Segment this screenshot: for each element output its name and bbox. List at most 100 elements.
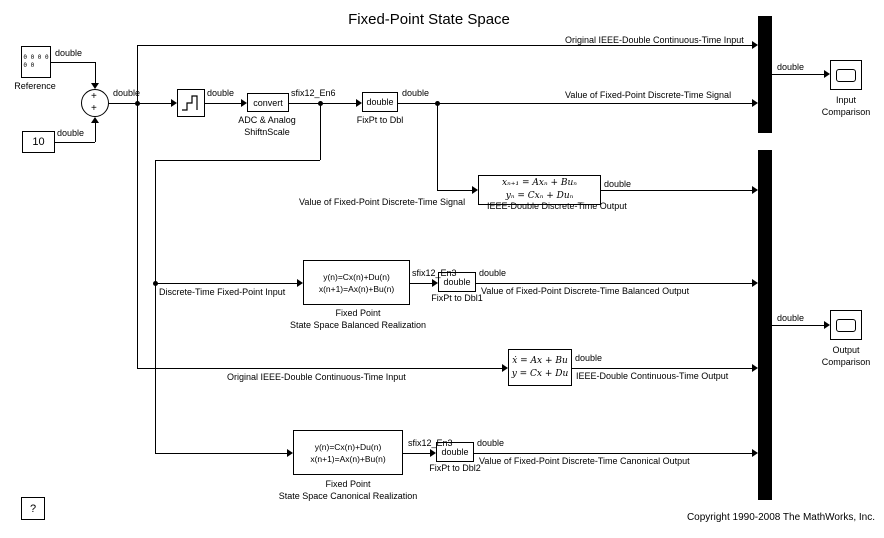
- arrow-into-balanced: [297, 279, 303, 287]
- label-continuous-input-signal: Original IEEE-Double Continuous-Time Inp…: [227, 372, 406, 382]
- ss-canonical-label-line1: Fixed Point: [325, 479, 371, 489]
- branch-dot-sum-out: [135, 101, 140, 106]
- arrow-into-fixptdbl1: [432, 279, 438, 287]
- help-question-icon: ?: [29, 502, 37, 515]
- wire-sum-to-adc: [109, 103, 171, 104]
- arrow-into-mux2-1: [752, 186, 758, 194]
- wire-mux1-to-scope: [772, 74, 824, 75]
- adc-label-line2: ShiftnScale: [244, 127, 290, 137]
- fixpt-to-dbl-label: FixPt to Dbl: [356, 115, 404, 125]
- ss-balanced-eq-line1: y(n)=Cx(n)+Du(n): [323, 271, 390, 282]
- branch-dot-double: [435, 101, 440, 106]
- wire-mux2-to-scope: [772, 325, 824, 326]
- label-mux1-out-type: double: [777, 62, 805, 72]
- sum-sign-bottom: +: [91, 103, 97, 114]
- arrow-into-convert: [241, 99, 247, 107]
- input-scope-label-line1: Input: [835, 95, 857, 105]
- wire-fixed-trunk-v: [155, 160, 156, 453]
- ss-balanced-label-line2: State Space Balanced Realization: [289, 320, 427, 330]
- label-sum-out-type: double: [113, 88, 141, 98]
- wire-discrete-ss-out: [601, 190, 752, 191]
- continuous-ss-eq-line1: ẋ = Ax + Bu: [512, 355, 568, 366]
- ss-canonical-label-line2: State Space Canonical Realization: [278, 491, 418, 501]
- ss-balanced-label-line1: Fixed Point: [335, 308, 381, 318]
- label-fixptdbl-out-type: double: [402, 88, 430, 98]
- sum-block[interactable]: + +: [81, 89, 109, 117]
- label-discrete-ss-out-type: double: [604, 179, 632, 189]
- branch-dot-trunk: [153, 281, 158, 286]
- input-comparison-scope[interactable]: [830, 60, 862, 90]
- continuous-ss-block[interactable]: ẋ = Ax + Bu y = Cx + Du: [508, 349, 572, 386]
- wire-reference-out: [51, 62, 95, 63]
- adc-label-line1: ADC & Analog: [238, 115, 296, 125]
- arrow-into-mux1-bottom: [752, 99, 758, 107]
- constant-block[interactable]: 10: [22, 131, 55, 153]
- ss-canonical-block[interactable]: y(n)=Cx(n)+Du(n) x(n+1)=Ax(n)+Bu(n): [293, 430, 403, 475]
- wire-double-branch-down: [437, 103, 438, 190]
- fixpt-to-dbl-block[interactable]: double: [362, 92, 398, 112]
- fixpt-to-dbl1-text: double: [443, 277, 471, 287]
- label-continuous-ss-out-type: double: [575, 353, 603, 363]
- output-comparison-scope[interactable]: [830, 310, 862, 340]
- input-mux-block[interactable]: [758, 16, 772, 133]
- adc-block[interactable]: [177, 89, 205, 117]
- arrow-into-fixptdbl2: [430, 449, 436, 457]
- wire-to-discrete-ss: [437, 190, 472, 191]
- constant-value: 10: [32, 136, 45, 148]
- wire-fixptdbl1-to-mux2: [476, 283, 752, 284]
- reference-label: Reference: [14, 81, 56, 91]
- fixpt-to-dbl2-block[interactable]: double: [436, 442, 474, 462]
- discrete-ss-eq-line1: xₙ₊₁ = Axₙ + Buₙ: [502, 178, 577, 188]
- signal-pattern-row1: 0 0 0 0: [23, 54, 49, 61]
- discrete-ss-label: IEEE-Double Discrete-Time Output: [487, 201, 627, 211]
- wire-branch-mid: [155, 160, 320, 161]
- label-fixed-signal-top: Value of Fixed-Point Discrete-Time Signa…: [565, 90, 732, 100]
- continuous-ss-eq-line2: y = Cx + Du: [511, 368, 569, 379]
- wire-reference-down: [95, 62, 96, 83]
- label-adc-out-type: double: [207, 88, 235, 98]
- reference-block[interactable]: 0 0 0 0 0 0: [21, 46, 51, 78]
- wire-fixed-branch-down: [320, 103, 321, 160]
- arrow-into-output-scope: [824, 321, 830, 329]
- wire-to-balanced: [155, 283, 297, 284]
- signal-pattern-icon: 0 0 0 0 0 0: [23, 54, 48, 70]
- model-title: Fixed-Point State Space: [348, 11, 510, 28]
- arrow-into-fixptdbl: [356, 99, 362, 107]
- label-balanced-out-type: sfix12_En3: [412, 268, 457, 278]
- label-convert-out-type: sfix12_En6: [291, 88, 336, 98]
- convert-block-text: convert: [253, 97, 283, 108]
- wire-constant-up: [95, 123, 96, 142]
- arrow-into-mux2-3: [752, 364, 758, 372]
- arrow-into-sum-bottom: [91, 117, 99, 123]
- discrete-ss-eq-line2: yₙ = Cxₙ + Duₙ: [505, 191, 574, 201]
- wire-continuous-out: [572, 368, 752, 369]
- wire-to-canonical: [155, 453, 287, 454]
- discrete-ss-block[interactable]: xₙ₊₁ = Axₙ + Buₙ yₙ = Cxₙ + Duₙ: [478, 175, 601, 205]
- arrow-into-discrete-ss: [472, 186, 478, 194]
- label-fixptdbl1-out-type: double: [479, 268, 507, 278]
- fixpt-to-dbl1-label: FixPt to Dbl1: [431, 293, 483, 303]
- label-fixptdbl2-out-type: double: [477, 438, 505, 448]
- arrow-into-adc: [171, 99, 177, 107]
- wire-continuous-input: [137, 368, 502, 369]
- ss-balanced-block[interactable]: y(n)=Cx(n)+Du(n) x(n+1)=Ax(n)+Bu(n): [303, 260, 410, 305]
- convert-block[interactable]: convert: [247, 93, 289, 112]
- fixpt-to-dbl1-block[interactable]: double: [438, 272, 476, 292]
- ss-canonical-eq-line1: y(n)=Cx(n)+Du(n): [314, 441, 382, 452]
- wire-canonical-out: [403, 453, 430, 454]
- scope-screen-icon: [836, 68, 856, 82]
- branch-dot-fixed: [318, 101, 323, 106]
- copyright-text: Copyright 1990-2008 The MathWorks, Inc.: [686, 512, 875, 523]
- fixpt-to-dbl2-label: FixPt to Dbl2: [429, 463, 481, 473]
- help-block[interactable]: ?: [21, 497, 45, 520]
- ss-canonical-eq-line2: x(n+1)=Ax(n)+Bu(n): [310, 453, 386, 464]
- input-scope-label-line2: Comparison: [821, 107, 871, 117]
- label-discrete-fixed-input: Discrete-Time Fixed-Point Input: [159, 287, 286, 297]
- output-mux-block[interactable]: [758, 150, 772, 500]
- ss-balanced-eq-line2: x(n+1)=Ax(n)+Bu(n): [318, 283, 395, 294]
- label-mux2-out-type: double: [777, 313, 805, 323]
- wire-fixptdbl2-to-mux2: [474, 453, 752, 454]
- fixpt-to-dbl-text: double: [366, 97, 394, 107]
- label-constant-out-type: double: [57, 128, 85, 138]
